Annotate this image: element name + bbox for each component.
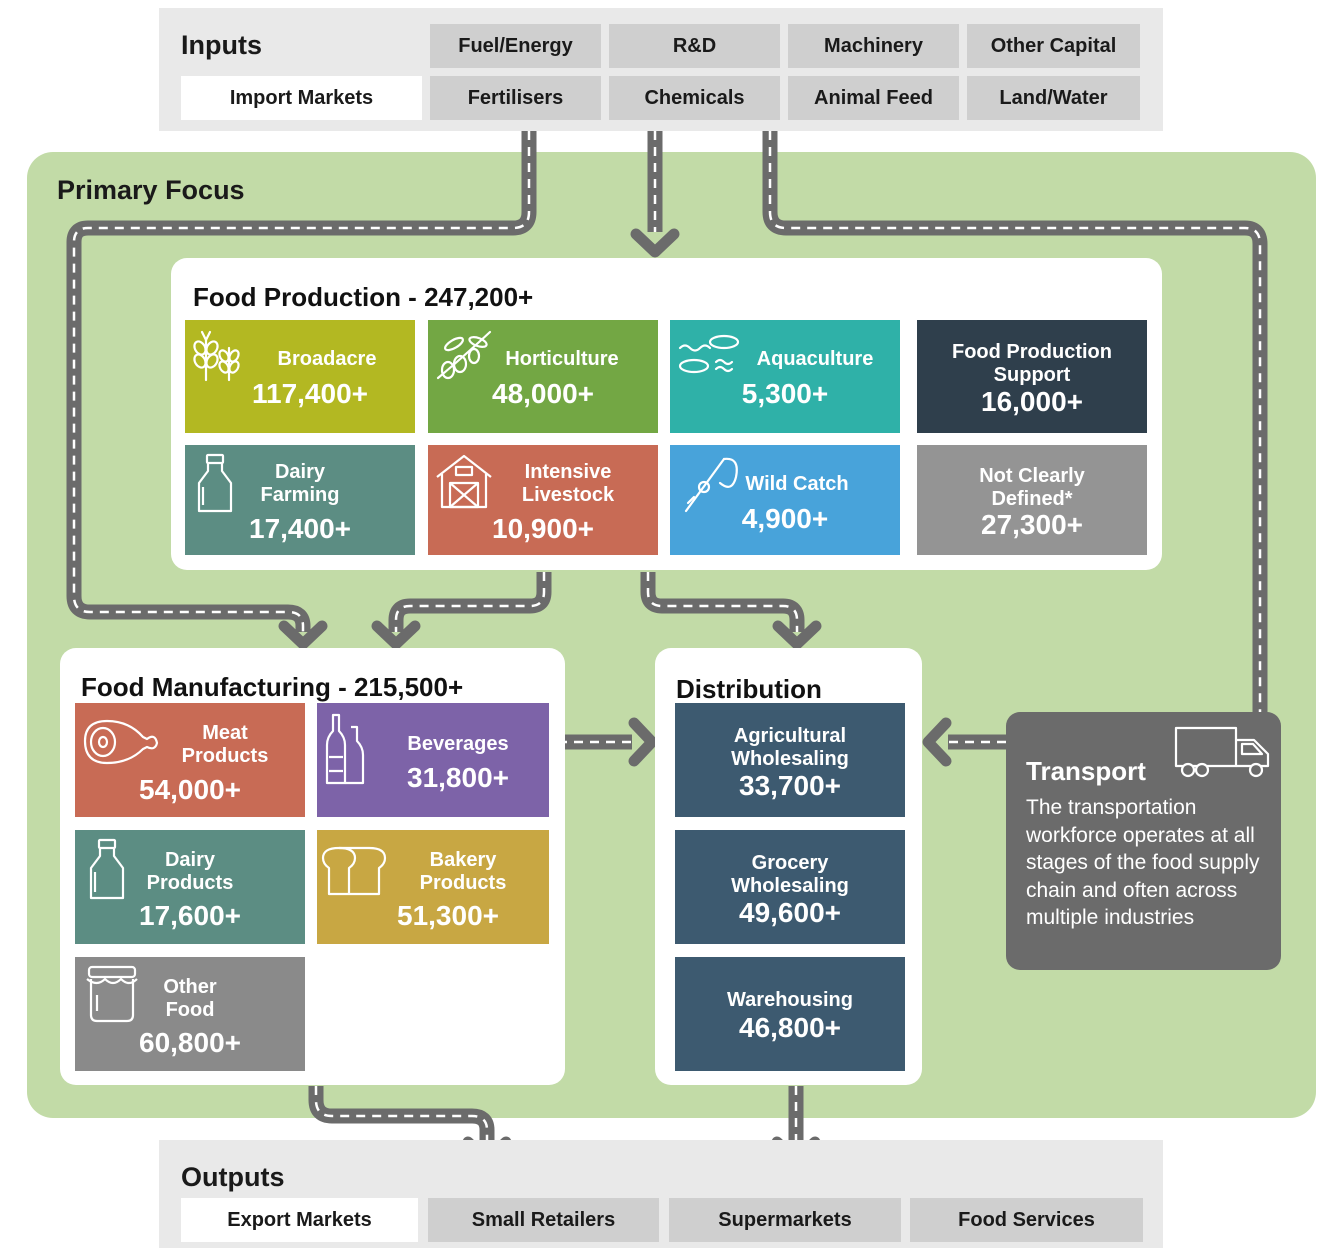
milk-bottle-icon bbox=[89, 838, 125, 900]
bottles-icon bbox=[325, 713, 365, 785]
input-chemicals: Chemicals bbox=[609, 76, 780, 120]
arrowhead-distribution-right bbox=[922, 717, 952, 767]
tile-grocery-label: Grocery Wholesaling bbox=[731, 852, 849, 897]
input-rnd: R&D bbox=[609, 24, 780, 68]
arrowhead-manufacturing-right bbox=[371, 620, 421, 650]
tile-warehousing: Warehousing 46,800+ bbox=[675, 957, 905, 1071]
milk-bottle-icon bbox=[197, 453, 233, 513]
tile-horticulture-label: Horticulture bbox=[505, 348, 619, 370]
transport-title: Transport bbox=[1026, 756, 1146, 786]
tile-agri-value: 33,700+ bbox=[739, 770, 841, 801]
tile-meat-products: Meat Products 54,000+ bbox=[75, 703, 305, 817]
road-inputs-to-transport bbox=[762, 131, 1268, 712]
tile-intensive-livestock: Intensive Livestock 10,900+ bbox=[428, 445, 658, 555]
tile-aquaculture: Aquaculture 5,300+ bbox=[670, 320, 900, 433]
tile-horticulture-value: 48,000+ bbox=[492, 378, 594, 409]
input-fuel-energy: Fuel/Energy bbox=[430, 24, 601, 68]
tile-dairy-products: Dairy Products 17,600+ bbox=[75, 830, 305, 944]
road-production-to-distribution bbox=[640, 572, 805, 632]
tile-other-food-label: Other Food bbox=[163, 976, 217, 1021]
tile-aquaculture-value: 5,300+ bbox=[741, 378, 829, 409]
arrowhead-manufacturing-left bbox=[278, 620, 328, 650]
transport-description: The transportation workforce operates at… bbox=[1026, 796, 1260, 929]
input-other-capital: Other Capital bbox=[967, 24, 1140, 68]
food-production-title: Food Production - 247,200+ bbox=[193, 282, 534, 312]
tile-beverages-value: 31,800+ bbox=[407, 762, 509, 793]
tile-fps-label: Food Production Support bbox=[952, 341, 1112, 386]
input-import-markets: Import Markets bbox=[181, 76, 422, 120]
jar-icon bbox=[86, 965, 138, 1023]
output-food-services: Food Services bbox=[910, 1198, 1143, 1242]
tile-bakery-products: Bakery Products 51,300+ bbox=[317, 830, 549, 944]
ham-icon bbox=[83, 719, 159, 765]
tile-dairy-farming-value: 17,400+ bbox=[249, 513, 351, 544]
wheat-icon bbox=[193, 330, 240, 382]
transport-box: Transport The transportation workforce o… bbox=[1006, 712, 1281, 970]
arrowhead-distribution-top bbox=[772, 620, 822, 650]
output-small-retailers: Small Retailers bbox=[428, 1198, 659, 1242]
tile-agri-label: Agricultural Wholesaling bbox=[731, 725, 849, 770]
tile-broadacre-value: 117,400+ bbox=[251, 378, 369, 409]
bread-icon bbox=[321, 846, 387, 896]
output-supermarkets: Supermarkets bbox=[669, 1198, 901, 1242]
road-production-to-manufacturing bbox=[388, 572, 552, 632]
tile-wild-catch: Wild Catch 4,900+ bbox=[670, 445, 900, 555]
tile-broadacre: Broadacre 117,400+ bbox=[185, 320, 415, 433]
tile-food-production-support: Food Production Support 16,000+ bbox=[917, 320, 1147, 433]
olive-branch-icon bbox=[436, 330, 492, 380]
arrowhead-distribution-left bbox=[628, 717, 658, 767]
tile-aquaculture-label: Aquaculture bbox=[756, 348, 874, 370]
tile-meat-products-value: 54,000+ bbox=[139, 774, 241, 805]
tile-meat-products-label: Meat Products bbox=[181, 722, 269, 767]
tile-agricultural-wholesaling: Agricultural Wholesaling 33,700+ bbox=[675, 703, 905, 817]
tile-horticulture: Horticulture 48,000+ bbox=[428, 320, 658, 433]
tile-grocery-value: 49,600+ bbox=[739, 897, 841, 928]
input-land-water: Land/Water bbox=[967, 76, 1140, 120]
fish-pond-icon bbox=[678, 334, 740, 374]
tile-bakery-products-label: Bakery Products bbox=[419, 849, 507, 894]
tile-fps-value: 16,000+ bbox=[981, 386, 1083, 417]
truck-icon bbox=[1174, 726, 1270, 778]
distribution-title: Distribution bbox=[676, 674, 822, 704]
tile-ncd-value: 27,300+ bbox=[981, 509, 1083, 540]
tile-ncd-label: Not Clearly Defined* bbox=[979, 465, 1085, 510]
tile-intensive-livestock-value: 10,900+ bbox=[492, 513, 594, 544]
tile-not-clearly-defined: Not Clearly Defined* 27,300+ bbox=[917, 445, 1147, 555]
tile-intensive-livestock-label: Intensive Livestock bbox=[521, 461, 615, 506]
tile-warehousing-value: 46,800+ bbox=[739, 1012, 841, 1043]
road-manufacturing-to-outputs bbox=[308, 1086, 495, 1142]
tile-other-food: Other Food 60,800+ bbox=[75, 957, 305, 1071]
tile-beverages-label: Beverages bbox=[407, 733, 509, 755]
arrowhead-production bbox=[630, 228, 680, 258]
tile-wild-catch-value: 4,900+ bbox=[741, 503, 829, 534]
tile-dairy-farming: Dairy Farming 17,400+ bbox=[185, 445, 415, 555]
tile-broadacre-label: Broadacre bbox=[277, 348, 377, 370]
output-export-markets: Export Markets bbox=[181, 1198, 418, 1242]
barn-icon bbox=[436, 454, 492, 509]
outputs-title: Outputs bbox=[181, 1162, 285, 1192]
tile-grocery-wholesaling: Grocery Wholesaling 49,600+ bbox=[675, 830, 905, 944]
input-machinery: Machinery bbox=[788, 24, 959, 68]
tile-dairy-products-value: 17,600+ bbox=[139, 900, 241, 931]
food-manufacturing-title: Food Manufacturing - 215,500+ bbox=[81, 672, 464, 702]
road-inputs-to-manufacturing bbox=[66, 131, 537, 634]
tile-bakery-products-value: 51,300+ bbox=[397, 900, 499, 931]
tile-wild-catch-label: Wild Catch bbox=[745, 473, 849, 495]
inputs-title: Inputs bbox=[181, 30, 262, 60]
tile-dairy-products-label: Dairy Products bbox=[146, 849, 234, 894]
input-fertilisers: Fertilisers bbox=[430, 76, 601, 120]
tile-other-food-value: 60,800+ bbox=[139, 1027, 241, 1058]
tile-beverages: Beverages 31,800+ bbox=[317, 703, 549, 817]
input-animal-feed: Animal Feed bbox=[788, 76, 959, 120]
tile-warehousing-label: Warehousing bbox=[727, 989, 853, 1011]
fishing-rod-icon bbox=[684, 457, 738, 513]
tile-dairy-farming-label: Dairy Farming bbox=[260, 461, 340, 506]
primary-focus-title: Primary Focus bbox=[57, 175, 245, 205]
